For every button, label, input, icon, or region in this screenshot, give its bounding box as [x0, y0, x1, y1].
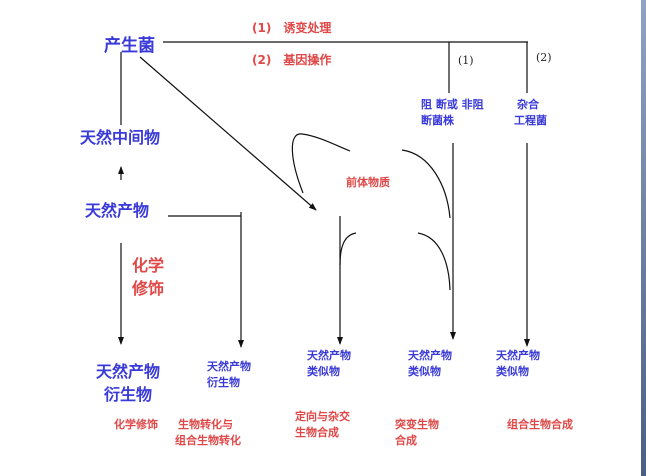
mutation-line2: 合成	[395, 434, 417, 447]
directed-line2: 生物合成	[295, 426, 339, 439]
analog-curve-left	[339, 232, 357, 266]
method-mutagenesis: (1) 诱变处理	[252, 21, 332, 35]
directed-line1: 定向与杂交	[295, 410, 350, 423]
hybrid-strain-node: 杂合 工程菌	[514, 97, 547, 129]
mutation-line1: 突变生物	[395, 418, 439, 431]
chem-mod-line1: 化学	[132, 256, 165, 275]
window-edge	[641, 0, 646, 476]
analog2-node: 天然产物 类似物	[408, 348, 452, 380]
blocked-strain-node: 阻 断或 非阻 断菌株	[421, 97, 484, 129]
method-genetic: (2) 基因操作	[252, 53, 332, 67]
derivative-big-node: 天然产物 衍生物	[96, 360, 160, 406]
label-chem-mod: 化学修饰	[114, 418, 158, 431]
analog1-line1: 天然产物	[307, 349, 351, 362]
biotrans-line1: 生物转化与	[178, 418, 233, 431]
analog3-node: 天然产物 类似物	[496, 348, 540, 380]
blocked-line2: 断菌株	[421, 114, 454, 127]
producer-node: 产生菌	[104, 36, 155, 56]
precursor-node: 前体物质	[346, 176, 390, 189]
analog2-line1: 天然产物	[408, 349, 452, 362]
derivative-big-line1: 天然产物	[96, 362, 161, 381]
branch1-label: (1)	[458, 54, 474, 67]
hybrid-line2: 工程菌	[514, 114, 547, 127]
analog1-line2: 类似物	[307, 365, 340, 378]
analog3-line2: 类似物	[496, 365, 529, 378]
analog1-node: 天然产物 类似物	[307, 348, 351, 380]
derivative-small-line1: 天然产物	[207, 360, 251, 373]
diagonal-arrow	[139, 56, 317, 211]
label-directed: 定向与杂交 生物合成	[295, 409, 350, 441]
analog-curve-right	[417, 232, 451, 291]
derivative-small-line2: 衍生物	[207, 376, 240, 389]
branch2-label: (2)	[536, 51, 552, 64]
chem-mod-line2: 修饰	[132, 279, 165, 298]
intermediate-node: 天然中间物	[80, 128, 161, 147]
precursor-curve-left	[291, 133, 351, 194]
hybrid-line1: 杂合	[517, 98, 539, 111]
label-mutation: 突变生物 合成	[395, 417, 439, 449]
natural-product-node: 天然产物	[85, 201, 150, 220]
biotrans-line2: 组合生物转化	[175, 434, 241, 447]
analog2-line2: 类似物	[408, 365, 441, 378]
label-combinatorial: 组合生物合成	[507, 418, 573, 431]
blocked-line1: 阻 断或 非阻	[421, 98, 484, 111]
label-biotrans: 生物转化与 组合生物转化	[175, 417, 241, 449]
analog3-line1: 天然产物	[496, 349, 540, 362]
chem-mod-label: 化学 修饰	[132, 254, 164, 300]
derivative-big-line2: 衍生物	[104, 385, 153, 404]
precursor-curve-right	[401, 149, 451, 219]
derivative-small-node: 天然产物 衍生物	[207, 359, 251, 391]
